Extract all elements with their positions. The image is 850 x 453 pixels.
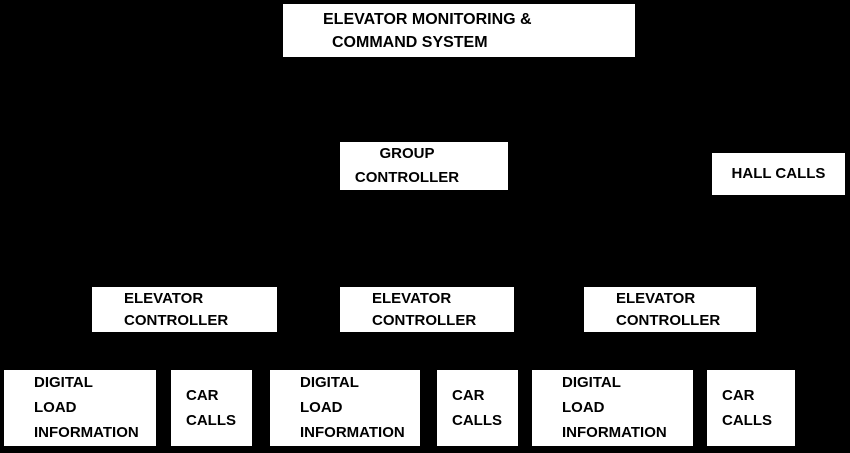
- node-label-line: CONTROLLER: [124, 312, 229, 329]
- node-label-line: DIGITAL: [562, 374, 621, 391]
- node-label-line: GROUP: [379, 145, 435, 162]
- node-label-line: CONTROLLER: [354, 169, 460, 186]
- node-digital-load-information-2: DIGITAL LOAD INFORMATION: [270, 370, 420, 446]
- node-car-calls-2: CAR CALLS: [437, 370, 518, 446]
- node-label-line: CALLS: [452, 412, 502, 429]
- node-elevator-controller-2: ELEVATOR CONTROLLER: [340, 287, 514, 332]
- node-label-line: ELEVATOR: [372, 290, 452, 307]
- node-label-line: ELEVATOR: [124, 290, 204, 307]
- node-label-line: INFORMATION: [562, 424, 667, 441]
- node-label-line: ELEVATOR MONITORING &: [323, 11, 532, 28]
- node-digital-load-information-3: DIGITAL LOAD INFORMATION: [532, 370, 693, 446]
- node-label-line: DIGITAL: [34, 374, 93, 391]
- node-elevator-monitoring-command-system: ELEVATOR MONITORING & COMMAND SYSTEM: [283, 4, 635, 57]
- node-label-line: CONTROLLER: [372, 312, 477, 329]
- node-label-line: ELEVATOR: [616, 290, 696, 307]
- node-label-line: LOAD: [34, 399, 77, 416]
- node-elevator-controller-1: ELEVATOR CONTROLLER: [92, 287, 277, 332]
- node-label-line: INFORMATION: [34, 424, 139, 441]
- node-car-calls-3: CAR CALLS: [707, 370, 795, 446]
- node-label-line: CAR: [722, 387, 755, 404]
- node-label-line: DIGITAL: [300, 374, 359, 391]
- node-label-line: CAR: [452, 387, 485, 404]
- node-label-line: HALL CALLS: [731, 165, 826, 182]
- node-hall-calls: HALL CALLS: [712, 153, 845, 195]
- node-label-line: CALLS: [722, 412, 772, 429]
- node-elevator-controller-3: ELEVATOR CONTROLLER: [584, 287, 756, 332]
- node-label-line: LOAD: [300, 399, 343, 416]
- node-label-line: INFORMATION: [300, 424, 405, 441]
- node-car-calls-1: CAR CALLS: [171, 370, 252, 446]
- node-group-controller: GROUP CONTROLLER: [340, 142, 508, 190]
- node-label-line: CONTROLLER: [616, 312, 721, 329]
- node-label-line: LOAD: [562, 399, 605, 416]
- node-label-line: CAR: [186, 387, 219, 404]
- node-digital-load-information-1: DIGITAL LOAD INFORMATION: [4, 370, 156, 446]
- node-label-line: COMMAND SYSTEM: [332, 34, 488, 51]
- node-label-line: CALLS: [186, 412, 236, 429]
